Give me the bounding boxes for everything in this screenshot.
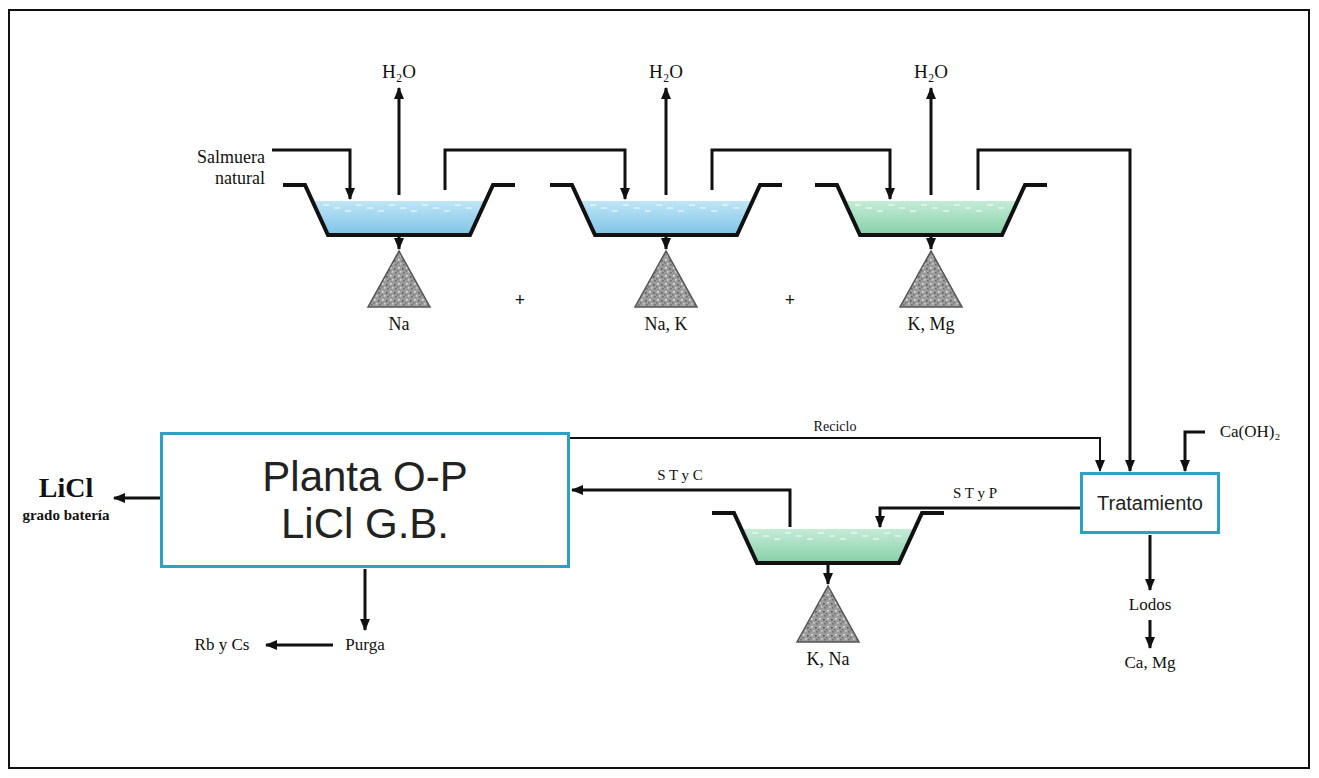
flow-arrow bbox=[978, 150, 1130, 471]
salt-label: K, Na bbox=[778, 649, 878, 670]
flow-label: Lodos bbox=[1129, 595, 1172, 615]
salt-pile: Na bbox=[349, 250, 449, 335]
flow-arrow bbox=[665, 236, 668, 249]
product-label: grado batería bbox=[22, 507, 109, 524]
flow-arrow bbox=[930, 236, 933, 249]
flow-label: Rb y Cs bbox=[195, 635, 250, 655]
flow-arrow bbox=[572, 490, 790, 527]
flow-arrow bbox=[398, 236, 401, 249]
flow-label: + bbox=[785, 290, 795, 311]
flow-label: H₂O bbox=[382, 61, 416, 83]
flow-label: Salmuera natural bbox=[175, 147, 265, 188]
product-label: LiCl bbox=[39, 472, 93, 504]
flow-arrow bbox=[1185, 432, 1205, 471]
salt-pile-shape bbox=[616, 250, 716, 308]
process-box: Planta O-P LiCl G.B. bbox=[160, 432, 570, 568]
process-box: Tratamiento bbox=[1080, 472, 1220, 534]
salt-label: K, Mg bbox=[881, 314, 981, 335]
salt-pile: Na, K bbox=[616, 250, 716, 335]
salt-pile-shape bbox=[349, 250, 449, 308]
salt-pile: K, Na bbox=[778, 585, 878, 670]
salt-label: Na bbox=[349, 314, 449, 335]
flow-arrow bbox=[364, 569, 367, 630]
flow-label: Purga bbox=[345, 635, 384, 655]
flow-label: Ca, Mg bbox=[1125, 653, 1176, 673]
box-title: Tratamiento bbox=[1097, 492, 1203, 514]
frame-border bbox=[9, 10, 1309, 768]
flow-arrow bbox=[1149, 620, 1152, 648]
flow-label: + bbox=[515, 290, 525, 311]
flow-arrow bbox=[880, 508, 1080, 527]
flow-arrow bbox=[272, 150, 350, 199]
flow-label: H₂O bbox=[914, 61, 948, 83]
recycle-connector bbox=[570, 438, 1100, 471]
flow-label: S T y P bbox=[953, 485, 997, 502]
edge-label: Reciclo bbox=[810, 419, 861, 435]
flow-arrow bbox=[445, 150, 625, 199]
flow-arrow bbox=[665, 88, 668, 195]
flow-label: S T y C bbox=[657, 467, 703, 484]
salt-label: Na, K bbox=[616, 314, 716, 335]
flow-arrow bbox=[114, 497, 160, 500]
salt-pile: K, Mg bbox=[881, 250, 981, 335]
flow-arrow bbox=[266, 644, 333, 647]
flow-arrow bbox=[398, 88, 401, 195]
evaporation-pond bbox=[712, 513, 944, 563]
flow-arrow bbox=[1149, 535, 1152, 590]
salt-pile-shape bbox=[778, 585, 878, 643]
salt-pile-shape bbox=[881, 250, 981, 308]
flow-arrow bbox=[930, 88, 933, 195]
flow-label: H₂O bbox=[649, 61, 683, 83]
box-title: Planta O-P LiCl G.B. bbox=[230, 453, 500, 547]
flow-label: Ca(OH)₂ bbox=[1220, 422, 1281, 442]
flow-arrow bbox=[712, 150, 890, 199]
flow-arrow bbox=[827, 564, 830, 584]
